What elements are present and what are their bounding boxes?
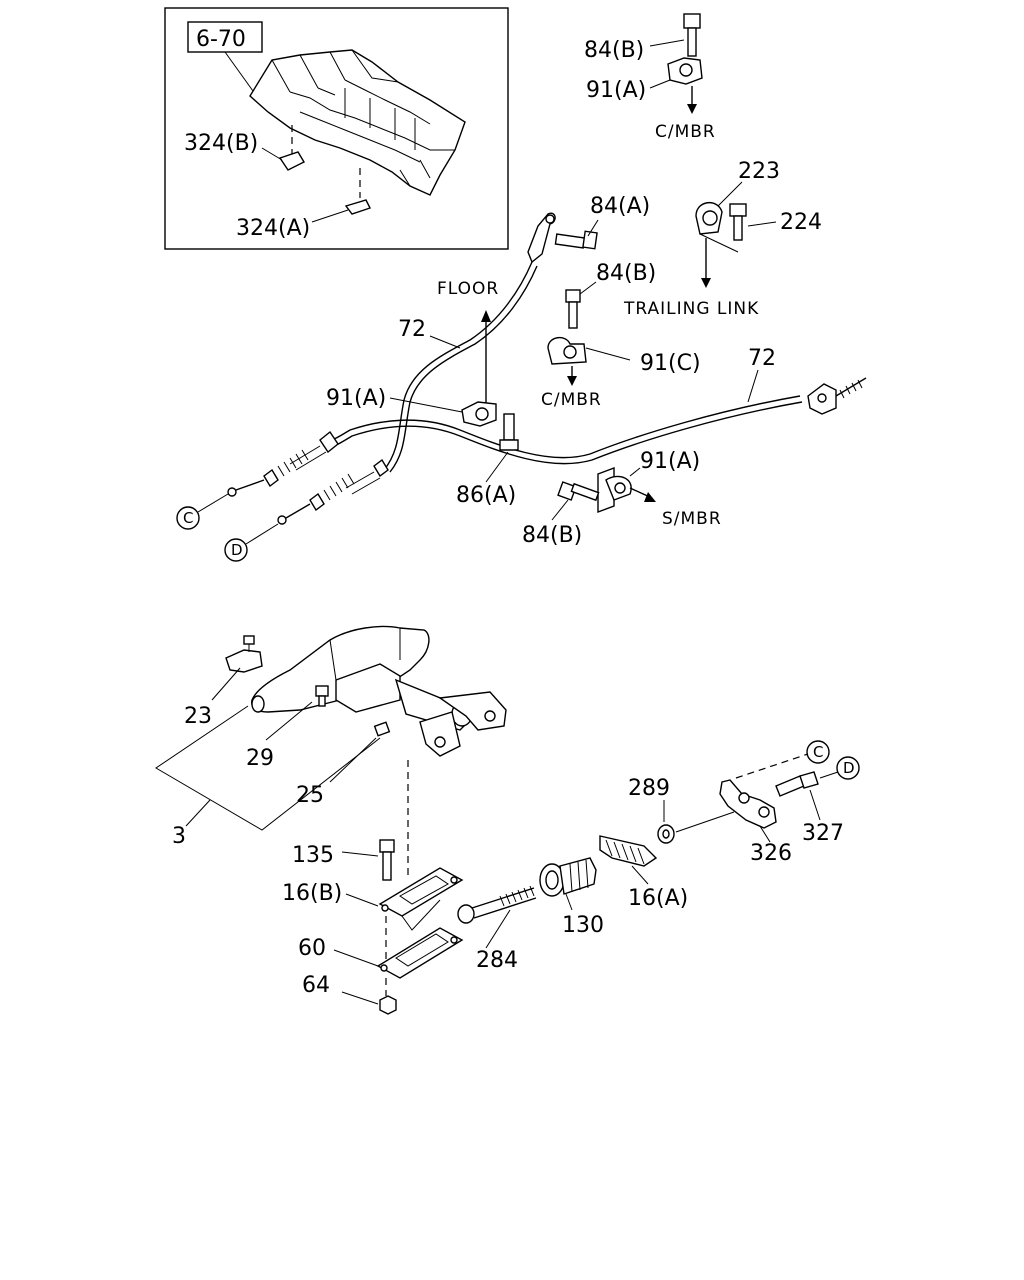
label-60: 60 [298, 936, 326, 961]
label-16A: 16(A) [628, 886, 688, 911]
label-327: 327 [802, 821, 844, 846]
label-64: 64 [302, 973, 330, 998]
label-284: 284 [476, 948, 518, 973]
label-91A-right: 91(A) [640, 449, 700, 474]
label-289: 289 [628, 776, 670, 801]
trailing-link-clamp: 223 224 TRAILING LINK [623, 159, 822, 319]
dest-trailing-link: TRAILING LINK [623, 299, 759, 319]
label-84B-low: 84(B) [522, 523, 582, 548]
dest-floor: FLOOR [437, 279, 499, 299]
label-91A-left: 91(A) [326, 386, 386, 411]
circle-C-right: C [813, 743, 823, 761]
dest-cmbr-mid: C/MBR [541, 390, 602, 410]
label-91A-top: 91(A) [586, 78, 646, 103]
label-23: 23 [184, 704, 212, 729]
clamp-assembly-mid: 84(B) 91(C) C/MBR [541, 261, 701, 410]
floor-arrow: FLOOR [437, 279, 499, 406]
label-72-left: 72 [398, 317, 426, 342]
circle-D-right: D [843, 759, 855, 777]
label-224: 224 [780, 210, 822, 235]
circle-C-left: C [183, 509, 193, 527]
adjuster-parts: 284 130 16(A) [457, 835, 688, 973]
clamp-assembly-top: 84(B) 91(A) C/MBR [584, 13, 716, 142]
clamp-assembly-left: 91(A) 86(A) [326, 386, 519, 508]
cable-end-upper: 84(A) [527, 194, 650, 264]
clamp-assembly-right: 91(A) S/MBR 84(B) [522, 449, 722, 548]
label-72-right: 72 [748, 346, 776, 371]
label-16B: 16(B) [282, 881, 342, 906]
label-91C: 91(C) [640, 351, 701, 376]
dest-smbr: S/MBR [662, 509, 722, 529]
label-326: 326 [750, 841, 792, 866]
label-84B-mid: 84(B) [596, 261, 656, 286]
label-324A: 324(A) [236, 216, 310, 241]
label-29: 29 [246, 746, 274, 771]
circle-D-left: D [231, 541, 243, 559]
floor-panel-inset: 6-70 324(B) 324(A) [164, 7, 509, 250]
mounting-plates: 135 16(B) 60 64 [282, 839, 464, 1015]
label-84B-top: 84(B) [584, 38, 644, 63]
brake-lever-assembly: 23 29 25 3 [155, 625, 507, 880]
label-86A: 86(A) [456, 483, 516, 508]
label-130: 130 [562, 913, 604, 938]
brake-cables: 72 72 C D [176, 261, 867, 562]
label-223: 223 [738, 159, 780, 184]
label-25: 25 [296, 783, 324, 808]
equalizer-parts: 289 326 327 C D [628, 740, 860, 866]
label-135: 135 [292, 843, 334, 868]
label-84A: 84(A) [590, 194, 650, 219]
label-3: 3 [172, 824, 186, 849]
dest-cmbr-top: C/MBR [655, 122, 716, 142]
ref-box-label: 6-70 [196, 27, 246, 52]
label-324B: 324(B) [184, 131, 258, 156]
